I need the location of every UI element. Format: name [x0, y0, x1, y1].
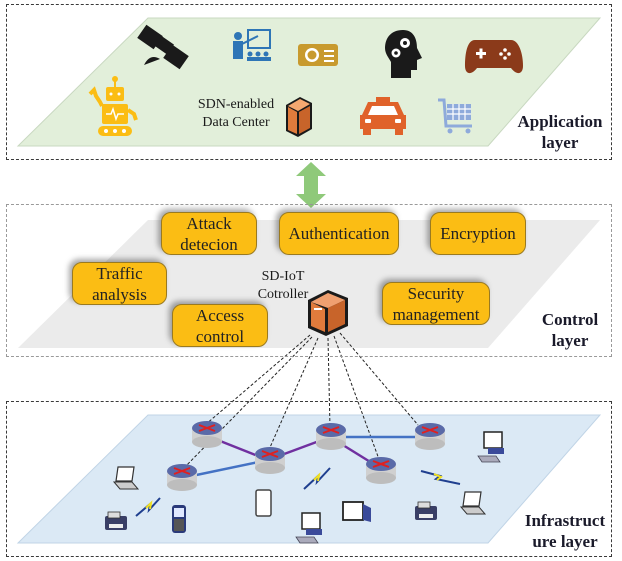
infrastructure-layer-label: Infrastruct ure layer	[510, 510, 620, 552]
infrastructure-layer-label-line2: ure layer	[532, 532, 598, 551]
projector-icon	[298, 44, 338, 66]
controller-caption-line1: SD-IoT	[261, 269, 305, 284]
brain-gears-icon	[385, 30, 422, 78]
control-layer-frame	[6, 204, 612, 357]
router-icon	[316, 423, 346, 450]
desktop-computer-icon	[477, 431, 504, 463]
router-icon	[255, 447, 285, 474]
infrastructure-layer-panel	[16, 414, 602, 544]
mobile-phone-icon	[172, 505, 186, 533]
function-label-line2: control	[195, 326, 245, 346]
router-icon	[415, 423, 445, 450]
fax-printer-icon	[105, 511, 127, 530]
function-label-line1: Encryption	[440, 224, 516, 243]
function-label-line2: analysis	[92, 284, 147, 304]
fax-printer-icon	[415, 501, 437, 520]
data-center-caption-line2: Data Center	[202, 115, 270, 130]
controller-server-icon	[308, 290, 348, 336]
application-layer-label-line2: layer	[541, 133, 579, 152]
control-layer-label-line2: layer	[551, 331, 589, 350]
teacher-presentation-icon	[233, 29, 271, 61]
function-label-line1: Access	[195, 305, 245, 325]
shopping-cart-icon	[438, 98, 472, 134]
desktop-computer-icon	[295, 512, 322, 544]
wireless-link-icon	[135, 497, 161, 517]
satellite-icon	[137, 24, 189, 70]
router-icon	[366, 457, 396, 484]
wireless-link-icon	[420, 470, 461, 485]
monitor-icon	[342, 501, 371, 522]
bidirectional-arrow-icon	[296, 162, 326, 208]
tablet-icon	[255, 489, 272, 517]
function-box-authentication: Authentication	[279, 212, 399, 255]
wireless-link-icon	[303, 467, 331, 490]
function-label-line1: Traffic	[96, 263, 143, 283]
control-layer-label-line1: Control	[541, 310, 599, 329]
infrastructure-layer-frame	[6, 401, 612, 557]
application-layer-label-line1: Application	[517, 112, 603, 131]
function-label-line1: Authentication	[288, 224, 390, 243]
laptop-icon	[459, 491, 487, 515]
function-label-line1: Security	[407, 283, 465, 303]
function-label-line1: Attack	[186, 213, 232, 233]
robot-icon	[88, 76, 138, 136]
router-icon	[192, 421, 222, 448]
controller-caption-line2: Cotroller	[257, 287, 309, 302]
data-center-caption-line1: SDN-enabled	[197, 97, 275, 112]
application-layer-label: Application layer	[505, 111, 615, 153]
data-center-caption: SDN-enabled Data Center	[190, 96, 282, 132]
control-layer-label: Control layer	[520, 309, 620, 351]
application-layer-frame	[6, 4, 612, 160]
taxi-icon	[360, 97, 406, 135]
controller-caption: SD-IoT Cotroller	[248, 268, 318, 304]
controller-links	[181, 332, 419, 471]
router-icon	[167, 464, 197, 491]
function-label-line2: detecion	[180, 234, 238, 254]
gamepad-icon	[465, 40, 523, 74]
function-label-line2: management	[392, 304, 480, 324]
laptop-icon	[112, 466, 140, 490]
data-center-server-icon	[286, 97, 312, 137]
function-box-encryption: Encryption	[430, 212, 526, 255]
infrastructure-layer-label-line1: Infrastruct	[524, 511, 606, 530]
